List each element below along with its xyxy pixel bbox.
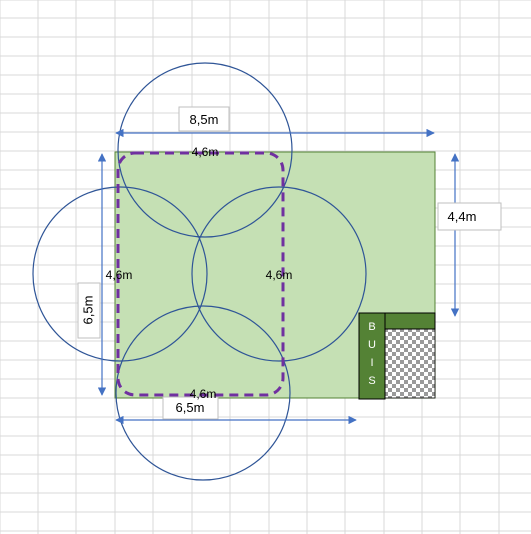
- shed-letter-s: S: [368, 375, 375, 387]
- circle-right-label: 4,6m: [266, 268, 293, 282]
- left-height-label-box: [77, 282, 101, 339]
- top-width-label: 8,5m: [190, 112, 219, 127]
- shed-letter-b: B: [368, 321, 375, 333]
- left-height-label: 6,5m: [80, 296, 95, 325]
- circle-bottom: [115, 305, 291, 481]
- circle-left-label: 4,6m: [106, 268, 133, 282]
- shed-letter-i: I: [370, 357, 373, 369]
- right-height-label: 4,4m: [448, 209, 477, 224]
- circle-left: [32, 186, 208, 362]
- bottom-width-label-box: [162, 396, 219, 420]
- bottom-width-label: 6,5m: [176, 400, 205, 415]
- circle-top-label: 4,6m: [192, 145, 219, 159]
- shed-top-bar: [384, 312, 436, 330]
- circle-top: [117, 62, 293, 238]
- circle-right: [191, 186, 367, 362]
- right-height-label-box: [437, 202, 502, 231]
- shed-body: [358, 312, 386, 400]
- circle-bottom-label: 4,6m: [190, 387, 217, 401]
- shed-letter-u: U: [368, 339, 376, 351]
- dashed-outline: [116, 151, 285, 397]
- top-width-label-box: [178, 106, 230, 132]
- shed-checker: [384, 328, 436, 399]
